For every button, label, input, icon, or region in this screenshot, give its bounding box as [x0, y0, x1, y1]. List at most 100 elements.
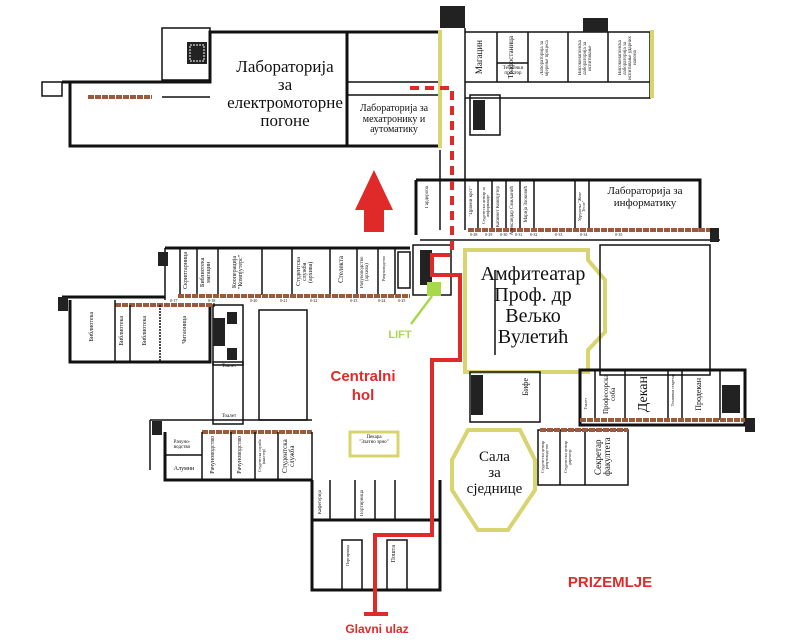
door-number: 0-22 [310, 298, 318, 303]
label-line: мехатронику и [362, 113, 426, 125]
door-number: 0-21 [280, 298, 288, 303]
room-studentski-centar-rac: Студентски центар рачуноводство [540, 440, 549, 474]
label-line: Проф. др [494, 284, 572, 306]
room-kabinet-a: Кабинет Компјутер [496, 186, 501, 228]
room-tehnicki-sekretar: Технички секретар [670, 374, 675, 407]
main-entrance-label: Glavni ulaz [345, 622, 409, 636]
room-sekretar: Секретар факултета [593, 437, 612, 477]
door-number: 0-20 [250, 298, 258, 303]
door-number: 0-28 [470, 232, 478, 237]
room-toalet-1: Тоалет [221, 364, 237, 369]
east-offices [537, 368, 755, 486]
label-line: Лабораторија за [359, 103, 429, 114]
room-biblioteka-1: Библиотека [89, 312, 95, 342]
label-line: електромоторне [227, 92, 343, 112]
room-lab-informatics: Лабораторија за информатику [592, 185, 698, 209]
room-portirnica: Портирница [360, 490, 365, 517]
door-number: 0-23 [350, 298, 358, 303]
room-studentski-centar-dir: Студентски центар директор [563, 440, 572, 474]
room-dekan: Декан [636, 376, 651, 413]
room-crveni-krst: "Црвени крст" [469, 186, 474, 217]
room-lab-electromotor: Лабораторија за електромоторне погоне [225, 58, 345, 129]
room-racunovodstvo-sm: Рачуноводство [381, 256, 386, 282]
room-lab-d: Високонапонска лабораторија за испитивањ… [618, 36, 638, 81]
door-number: 0-31 [515, 232, 523, 237]
room-alumni: Алумни [173, 466, 195, 472]
door-number: 0-30 [500, 232, 508, 237]
room-profesorska: Професорска соба [602, 374, 617, 414]
door-number: 0-32 [530, 232, 538, 237]
room-garderoba: Гардероба [425, 186, 430, 208]
room-stelekta: Стелекта [337, 256, 345, 283]
room-toalet-2: Тоалет [221, 414, 237, 419]
floor-label: PRIZEMLJE [567, 574, 653, 591]
room-skriptarnica: Скриптарница [183, 252, 189, 289]
central-hall-label: Centralni hol [318, 368, 408, 406]
room-bife: Бифе [521, 378, 530, 396]
label-line: сједнице [466, 480, 523, 497]
central-hall-structures [149, 309, 308, 470]
label-line: hol [351, 386, 375, 404]
library-block [58, 295, 244, 366]
label-line: Лабораторија за [607, 185, 683, 197]
room-posta: Пошта [391, 545, 397, 563]
room-racunovodstvo-1: Рачуноводство [210, 436, 216, 474]
room-amfiteatar: Амфитеатар Проф. др Вељко Вулетић [478, 264, 588, 348]
room-lab-mechatronics: Лабораторија за мехатронику и аутоматику [348, 103, 440, 136]
door-number: 0-24 [378, 298, 386, 303]
north-corridor [439, 28, 501, 180]
up-arrow [355, 170, 393, 232]
room-lab-c: Високонапонска лабораторија за испитивањ… [578, 40, 593, 76]
lift-marker [427, 282, 441, 296]
label-line: Амфитеатар [480, 263, 586, 285]
room-toalet-prof: Тоалет [583, 398, 588, 410]
room-citaonica: Читаоница [182, 316, 188, 344]
label-line: аутоматику [370, 124, 418, 135]
room-racunovodstvo-arhiva: Рачуноводство (архива) [360, 256, 370, 288]
room-kabinet-b: Александар Смиљанић [510, 186, 515, 236]
west-wing [158, 244, 452, 300]
room-kompjuterski: Кооперација "Компјутерс" [232, 254, 244, 290]
northeast-block [465, 18, 654, 99]
label-line: погоне [260, 110, 310, 130]
door-number: 0-34 [580, 232, 588, 237]
room-kafeterija: Кафетерија [318, 490, 323, 515]
door-number: 0-29 [485, 232, 493, 237]
room-pekara: Пекара "Златно зрно" [350, 435, 398, 446]
room-sala-za-sjednice: Сала за сједнице [462, 449, 527, 497]
door-number: 0-33 [555, 232, 563, 237]
southwest-offices [150, 419, 400, 482]
room-studentski-centar-inf: Студентски центар за информације [481, 187, 490, 225]
room-biblioteka-2: Библиотека [119, 316, 125, 346]
label-line: Вељко [505, 305, 561, 327]
room-studentska-sluzba: Студентска служба [281, 439, 296, 473]
room-udruzenje: Удружење "Жене Тесле" [577, 191, 586, 221]
meeting-hall [450, 428, 537, 532]
label-line: Пекара [366, 435, 382, 440]
room-biblioteka-magacin: Библиотека магацин [200, 257, 212, 287]
room-biblioteka-3: Библиотека [142, 316, 148, 346]
room-racun-sobica: Рачуно-водство [173, 440, 191, 451]
label-line: Centralni [330, 368, 396, 385]
room-lab-b: Лабораторија за мјерење процеса [540, 40, 550, 76]
room-racunovodstvo-2: Рачуноводство [237, 436, 243, 474]
bife-block [469, 371, 541, 423]
route [355, 86, 462, 616]
informatics-wing [414, 178, 720, 242]
room-studentska-sluzba-mala: Студентска служба (шалтер) [257, 439, 266, 473]
label-line: Сала [479, 449, 510, 465]
door-number: 0-18 [208, 298, 216, 303]
room-student-sluzba-arhiva: Студентска служба (архива) [296, 257, 314, 287]
label-line: Лабораторија [236, 57, 334, 76]
label-line: за [488, 464, 501, 481]
room-magacin: Магацин [474, 40, 484, 75]
room-portirnica-small: Портирница [345, 545, 350, 566]
door-number: 0-17 [170, 298, 178, 303]
label-line: Вулетић [497, 326, 569, 348]
room-kabinet-c: Марија Злоковић [524, 186, 529, 223]
label-line: за [277, 74, 293, 94]
room-prodekan: Продекан [694, 378, 703, 411]
label-line: информатику [613, 196, 677, 209]
lift-label: LIFT [388, 329, 412, 341]
